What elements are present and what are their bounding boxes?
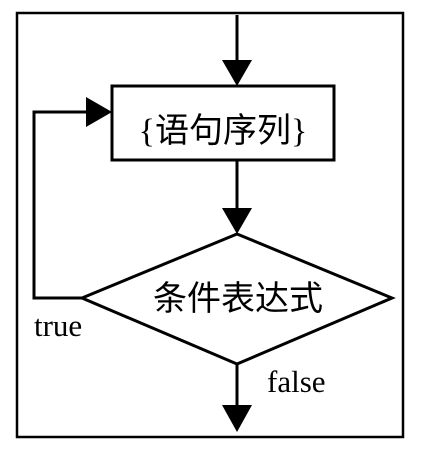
true-loop-arrowhead [86, 97, 112, 127]
false-exit-arrowhead [222, 405, 252, 432]
true-branch-label: true [34, 308, 83, 343]
statement-box [110, 84, 336, 162]
condition-expression-label: 条件表达式 [153, 281, 323, 318]
outer-frame [15, 11, 405, 439]
true-loop-line [32, 110, 90, 300]
statement-sequence-label: {语句序列} [138, 113, 308, 150]
entry-arrowhead [222, 60, 252, 86]
false-branch-label: false [267, 364, 326, 399]
box-to-condition-arrowhead [222, 208, 252, 234]
